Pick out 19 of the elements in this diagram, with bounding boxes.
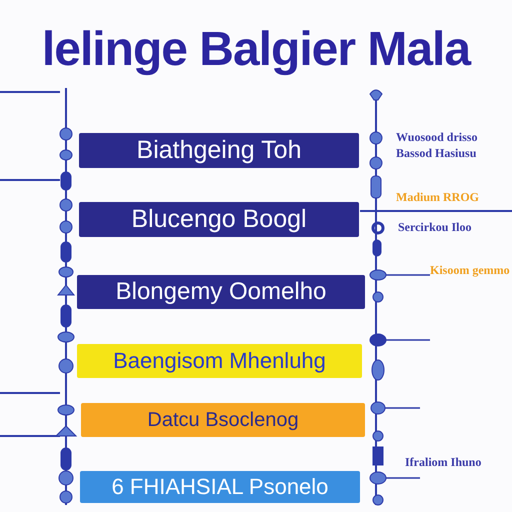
band-label: Blucengo Boogl [131, 205, 307, 234]
band-label: Datcu Bsoclenog [147, 408, 299, 432]
band-label: Biathgeing Toh [136, 136, 302, 165]
stage-band [79, 133, 359, 168]
band-label: Blongemy Oomelho [116, 278, 326, 306]
stage-band [81, 403, 365, 437]
side-note: Ifraliom Ihuno [405, 455, 482, 470]
side-note: Wuosood drisso [396, 130, 478, 145]
side-note: Sercirkou Iloo [398, 220, 472, 235]
stage-band [77, 275, 365, 309]
side-note: Kisoom gemmo [430, 263, 510, 278]
diagram-title: lelinge Balgier Mala [40, 22, 472, 77]
band-label: Baengisom Mhenluhg [113, 348, 326, 374]
stage-band [79, 202, 359, 237]
side-note: Bassod Hasiusu [396, 146, 476, 161]
stage-band [80, 471, 360, 503]
side-note: Madium RROG [396, 190, 480, 205]
stage-band [77, 344, 362, 378]
band-label: 6 FHIAHSIAL Psonelo [112, 474, 328, 500]
